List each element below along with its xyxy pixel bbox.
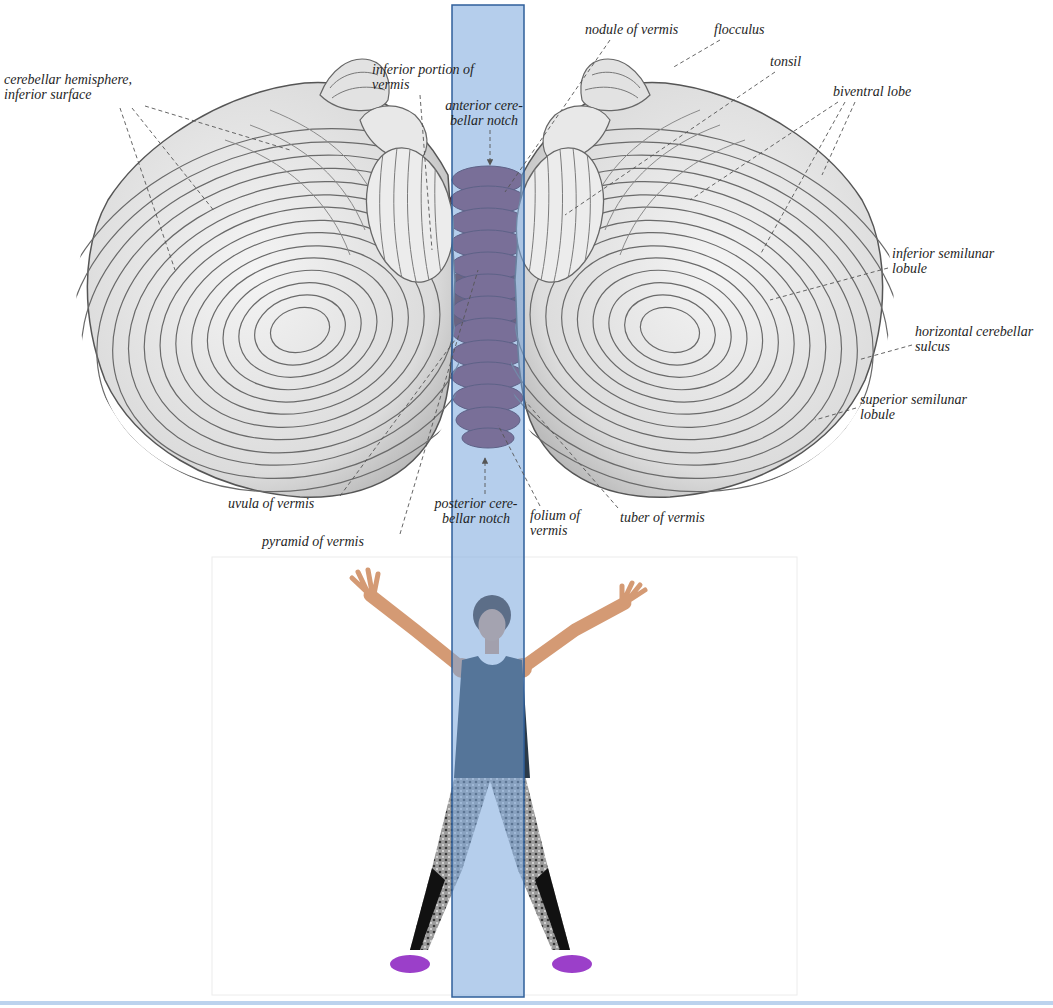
part-label: superior semilunar lobule [860, 392, 990, 422]
part-label: uvula of vermis [228, 496, 314, 511]
bottom-rule [0, 1001, 1053, 1005]
part-label: flocculus [714, 22, 765, 37]
part-label: inferior portion of vermis [372, 62, 480, 92]
part-label: folium of vermis [530, 508, 592, 538]
part-label: pyramid of vermis [262, 534, 364, 549]
part-label: biventral lobe [833, 84, 911, 99]
part-label: inferior semilunar lobule [892, 246, 1017, 276]
leader-lines [120, 40, 912, 534]
part-label: tuber of vermis [620, 510, 705, 525]
part-label: posterior cere- bellar notch [426, 496, 526, 526]
part-label: nodule of vermis [585, 22, 678, 37]
part-label: tonsil [770, 54, 801, 69]
part-label: anterior cere- bellar notch [434, 98, 534, 128]
part-label: horizontal cerebellar sulcus [915, 324, 1047, 354]
part-label: cerebellar hemisphere, inferior surface [4, 72, 154, 102]
